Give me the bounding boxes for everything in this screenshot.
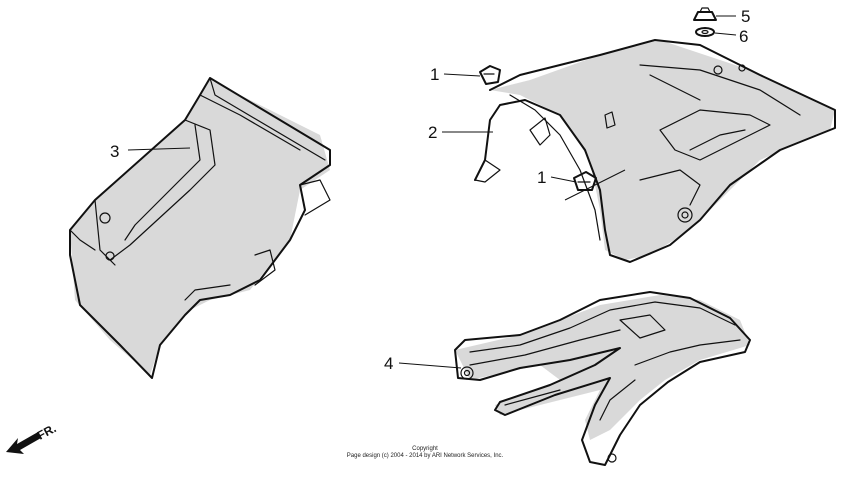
- part-1-clip-middle: [573, 171, 597, 191]
- copyright-line-2: Page design (c) 2004 - 2014 by ARI Netwo…: [346, 453, 504, 459]
- callout-2: 2: [428, 123, 437, 142]
- leader-4: [398, 362, 462, 369]
- leader-1a: [443, 73, 481, 77]
- front-arrow-icon: [6, 432, 41, 454]
- callout-5: 5: [741, 7, 750, 26]
- part-1-clip-top: [479, 65, 501, 85]
- part-3-cover: [69, 77, 331, 379]
- part-6-washer: [695, 27, 715, 37]
- part-2-fender: [474, 39, 836, 263]
- leader-3: [127, 147, 191, 151]
- callout-4: 4: [384, 354, 393, 373]
- part-4-frame: [454, 291, 751, 466]
- leader-6: [714, 32, 737, 36]
- copyright-line-1: Copyright: [412, 446, 438, 452]
- callout-3: 3: [110, 142, 119, 161]
- callout-1-middle: 1: [537, 168, 546, 187]
- callout-6: 6: [739, 27, 748, 46]
- leader-1b: [550, 176, 577, 183]
- callout-1-top: 1: [430, 65, 439, 84]
- part-5-nut: [693, 7, 717, 21]
